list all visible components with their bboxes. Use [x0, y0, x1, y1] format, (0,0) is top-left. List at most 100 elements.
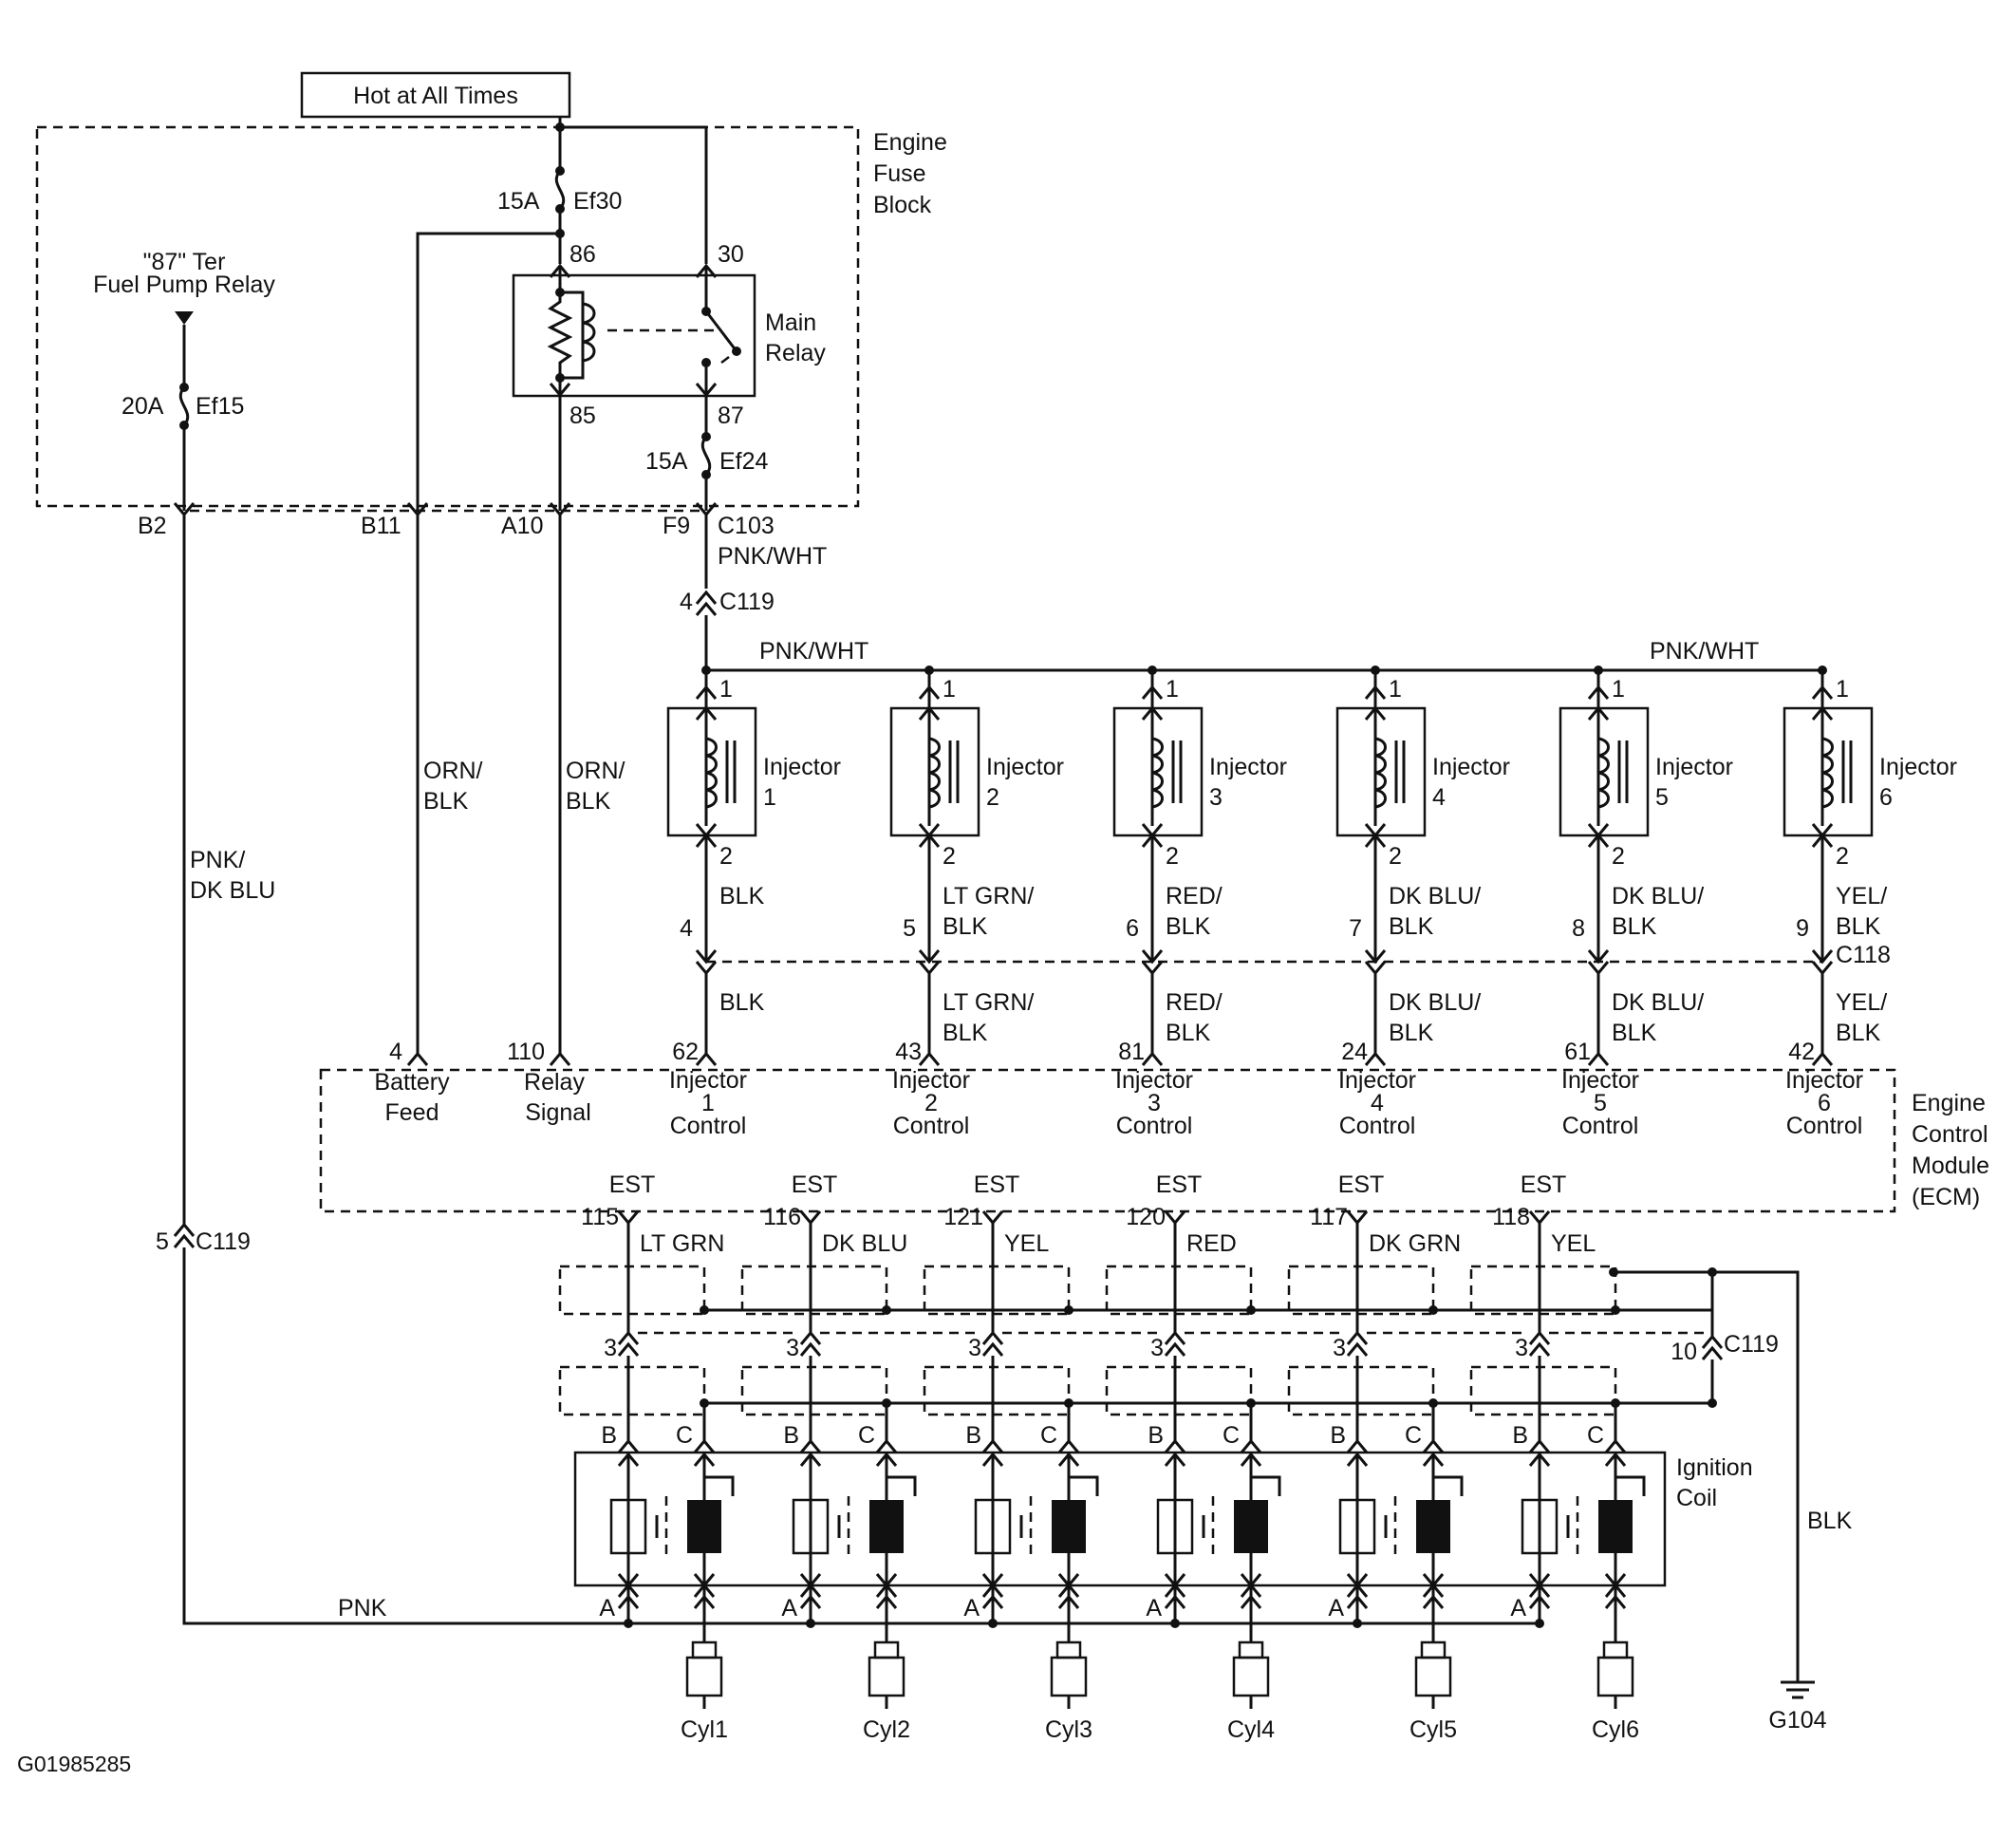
injector-5-body: [1559, 706, 1650, 837]
main-relay-label-1: Main: [765, 309, 816, 336]
fuse-ef30-name: Ef30: [573, 188, 622, 215]
wire-f9-color: PNK/WHT: [718, 543, 827, 570]
est-1-label: EST: [609, 1172, 656, 1198]
c119-top-pin: 4: [680, 589, 693, 615]
spark-plug-5: [1420, 1640, 1447, 1659]
est-2-ecm-pin: 116: [763, 1204, 801, 1230]
ground-symbol: [1781, 1680, 1815, 1699]
ecm-injector-1-label-3: Control: [670, 1113, 747, 1139]
injector-3-c118-pin: 6: [1126, 915, 1139, 942]
coil-2-pin-a: A: [781, 1595, 797, 1621]
ecm-injector-4-label-1: Injector: [1338, 1067, 1416, 1094]
engine-fuse-block-label-3: Block: [873, 192, 932, 218]
injector-1-pin-out: 2: [719, 843, 733, 870]
est-4-c118-pin: 3: [1150, 1335, 1164, 1361]
est-3-wire: YEL: [1004, 1230, 1049, 1257]
ecm-pin-relay-signal: 110: [507, 1039, 545, 1065]
ecm-pin-injector-3: 81: [1118, 1039, 1145, 1065]
est-1-wire: LT GRN: [640, 1230, 724, 1257]
injector-5-label-2: 5: [1655, 784, 1669, 811]
injector-6-pin-in: 1: [1836, 676, 1849, 703]
fuse-ef15: [178, 386, 190, 426]
est-5-wire: DK GRN: [1369, 1230, 1461, 1257]
coil-4-pin-a: A: [1146, 1595, 1162, 1621]
est-2-label: EST: [792, 1172, 838, 1198]
coil-2-pin-b: B: [783, 1422, 799, 1449]
figure-id: G01985285: [17, 1752, 131, 1776]
spark-plug-6: [1602, 1640, 1629, 1659]
injector-3-label-1: Injector: [1209, 754, 1287, 780]
est-6-wire: YEL: [1551, 1230, 1596, 1257]
injector-4-wire-upper-1: DK BLU/: [1389, 883, 1481, 909]
ecm-injector-3-label-3: Control: [1116, 1113, 1193, 1139]
ground-id: G104: [1768, 1707, 1826, 1734]
injector-4-pin-in: 1: [1389, 676, 1402, 703]
coil-1-pin-b: B: [601, 1422, 617, 1449]
bus-color-left: PNK/WHT: [759, 638, 868, 665]
c119-right-pin: 10: [1671, 1339, 1697, 1365]
ignition-coil-label-2: Coil: [1676, 1485, 1717, 1511]
coil-5-pin-b: B: [1330, 1422, 1346, 1449]
ecm-injector-3-label-2: 3: [1148, 1090, 1161, 1116]
ecm-label-1: Engine: [1912, 1090, 1986, 1116]
est-3-c118-pin: 3: [968, 1335, 981, 1361]
injector-6-label-1: Injector: [1879, 754, 1957, 780]
injector-4-wire-upper-2: BLK: [1389, 913, 1434, 940]
injector-3-pin-in: 1: [1166, 676, 1179, 703]
cylinder-5-label: Cyl5: [1409, 1716, 1457, 1743]
injector-2-wire-upper-1: LT GRN/: [943, 883, 1034, 909]
wire-a10-color-2: BLK: [566, 788, 611, 815]
ecm-pin-injector-4: 24: [1341, 1039, 1368, 1065]
est-2-wire: DK BLU: [822, 1230, 907, 1257]
coil-4-pin-b: B: [1148, 1422, 1164, 1449]
injector-4-wire-lower-1: DK BLU/: [1389, 989, 1481, 1016]
coil-3-pin-b: B: [965, 1422, 981, 1449]
injector-1-wire-lower-1: BLK: [719, 989, 765, 1016]
coil-6-pin-a: A: [1510, 1595, 1526, 1621]
wire-b2-color-1: PNK/: [190, 847, 245, 873]
relay-pin-30: 30: [718, 241, 744, 268]
injector-4-label-1: Injector: [1432, 754, 1510, 780]
injector-4-c118-pin: 7: [1349, 915, 1362, 942]
c103-pin-b11: B11: [361, 513, 401, 539]
coil-6-pin-b: B: [1512, 1422, 1528, 1449]
injector-3-wire-upper-2: BLK: [1166, 913, 1211, 940]
c118-injector-name: C118: [1836, 942, 1891, 968]
injector-2-pin-in: 1: [943, 676, 956, 703]
injector-3-pin-out: 2: [1166, 843, 1179, 870]
ecm-pin-battery-feed: 4: [389, 1039, 402, 1065]
coil-3-pin-c: C: [1040, 1422, 1057, 1449]
c119-right-name: C119: [1724, 1331, 1779, 1358]
hot-at-all-times-box: [300, 71, 571, 119]
cylinder-4-label: Cyl4: [1227, 1716, 1275, 1743]
injector-4-pin-out: 2: [1389, 843, 1402, 870]
fuse-ef30: [554, 170, 566, 210]
ecm-injector-6-label-1: Injector: [1785, 1067, 1863, 1094]
wire-b11-branch: [416, 232, 560, 511]
ground-wire: [1614, 1270, 1800, 1682]
injector-2-c118-pin: 5: [903, 915, 916, 942]
ecm-injector-1-label-1: Injector: [669, 1067, 747, 1094]
injector-2-label-2: 2: [986, 784, 999, 811]
injector-5-wire-upper-2: BLK: [1612, 913, 1657, 940]
injector-4-label-2: 4: [1432, 784, 1446, 811]
injector-2-body: [889, 706, 980, 837]
ecm-outline: [319, 1068, 1896, 1213]
engine-fuse-block-label-2: Fuse: [873, 160, 926, 187]
spark-plug-1: [691, 1640, 718, 1659]
injector-3-body: [1112, 706, 1204, 837]
injector-6-wire-upper-1: YEL/: [1836, 883, 1887, 909]
est-5-label: EST: [1338, 1172, 1385, 1198]
injector-6-body: [1783, 706, 1874, 837]
ecm-injector-4-label-3: Control: [1339, 1113, 1416, 1139]
ecm-injector-5-label-3: Control: [1562, 1113, 1639, 1139]
c119-left-pin: 5: [156, 1228, 169, 1255]
est-2-c118-pin: 3: [786, 1335, 799, 1361]
fuse-ef24: [700, 436, 712, 476]
c103-pin-f9: F9: [663, 513, 690, 539]
ecm-injector-5-label-1: Injector: [1561, 1067, 1639, 1094]
